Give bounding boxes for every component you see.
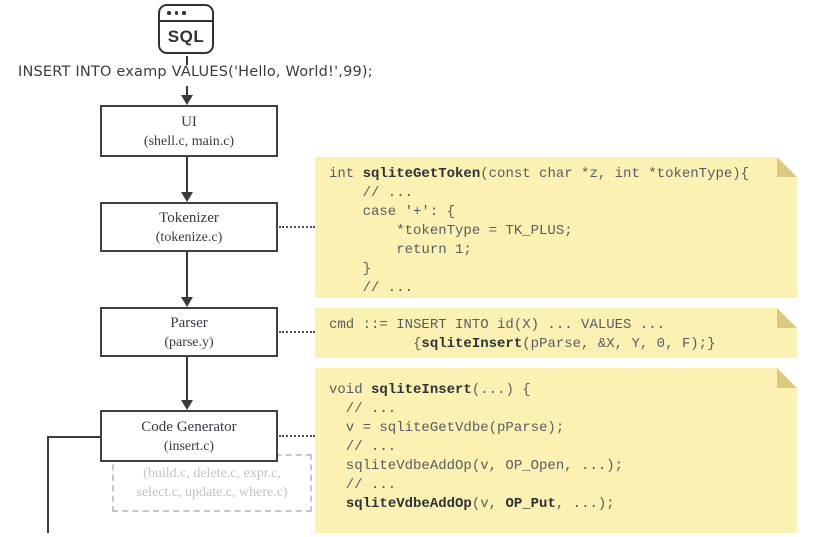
code-line: // ... bbox=[329, 477, 397, 493]
sql-statement: INSERT INTO examp VALUES('Hello, World!'… bbox=[18, 64, 373, 80]
code-line: sqliteVdbeAddOp(v, OP_Open, ...); bbox=[329, 458, 624, 474]
elbow-connector-horizontal bbox=[47, 436, 102, 438]
arrowhead-down-icon bbox=[181, 95, 193, 105]
code-block: cmd ::= INSERT INTO id(X) ... VALUES ...… bbox=[315, 308, 797, 362]
box-title: Code Generator bbox=[141, 418, 237, 435]
arrow-line bbox=[186, 86, 188, 95]
code-line: int sqliteGetToken(const char *z, int *t… bbox=[329, 166, 750, 182]
window-dot-icon bbox=[167, 11, 171, 15]
box-subtitle: (shell.c, main.c) bbox=[143, 133, 235, 149]
arrow-line bbox=[186, 157, 188, 193]
connector-icon-to-statement bbox=[186, 56, 188, 65]
dotted-connector-code-generator bbox=[279, 435, 315, 437]
tokenizer-code-note: int sqliteGetToken(const char *z, int *t… bbox=[315, 157, 797, 298]
code-line: // ... bbox=[329, 439, 397, 455]
arrow-line bbox=[186, 357, 188, 401]
flow-box-ui: UI (shell.c, main.c) bbox=[100, 105, 278, 157]
folded-corner-icon bbox=[777, 308, 797, 328]
folded-corner-icon bbox=[777, 368, 797, 388]
code-line: void sqliteInsert(...) { bbox=[329, 382, 531, 398]
box-title: Parser bbox=[170, 314, 208, 331]
parser-grammar-note: cmd ::= INSERT INTO id(X) ... VALUES ...… bbox=[315, 308, 797, 358]
code-line: // ... bbox=[329, 401, 397, 417]
code-line: sqliteVdbeAddOp(v, OP_Put, ...); bbox=[345, 496, 615, 512]
helper-files-line: (build.c, delete.c, expr.c, bbox=[143, 466, 281, 481]
code-block: int sqliteGetToken(const char *z, int *t… bbox=[315, 157, 797, 306]
flow-box-parser: Parser (parse.y) bbox=[100, 307, 278, 357]
code-line: cmd ::= INSERT INTO id(X) ... VALUES ... bbox=[329, 317, 666, 333]
code-line: case '+': { bbox=[329, 204, 456, 220]
window-dot-icon bbox=[174, 11, 178, 15]
code-line: return 1; bbox=[329, 242, 472, 258]
box-subtitle: (parse.y) bbox=[164, 334, 214, 350]
code-line: // ... bbox=[329, 185, 414, 201]
dotted-connector-parser bbox=[279, 331, 315, 333]
code-line: // ... bbox=[329, 280, 414, 296]
box-title: UI bbox=[181, 113, 197, 130]
window-titlebar bbox=[160, 6, 212, 22]
helper-files-line: select.c, update.c, where.c) bbox=[136, 485, 288, 500]
code-line: {sqliteInsert(pParse, &X, Y, 0, F);} bbox=[329, 336, 716, 352]
codegen-code-note: void sqliteInsert(...) { // ... v = sqli… bbox=[315, 368, 797, 533]
sql-icon-label: SQL bbox=[167, 27, 205, 46]
box-subtitle: (tokenize.c) bbox=[155, 229, 223, 245]
flow-box-tokenizer: Tokenizer (tokenize.c) bbox=[100, 202, 278, 252]
box-title: Tokenizer bbox=[159, 209, 219, 226]
arrowhead-down-icon bbox=[181, 400, 193, 410]
arrow-line bbox=[186, 252, 188, 298]
window-dot-icon bbox=[182, 11, 186, 15]
box-subtitle: (insert.c) bbox=[163, 438, 215, 454]
dotted-connector-tokenizer bbox=[279, 226, 315, 228]
code-line: v = sqliteGetVdbe(pParse); bbox=[329, 420, 565, 436]
flow-box-code-generator: Code Generator (insert.c) bbox=[100, 410, 278, 462]
arrowhead-down-icon bbox=[181, 297, 193, 307]
code-line: } bbox=[329, 261, 372, 277]
arrowhead-down-icon bbox=[181, 192, 193, 202]
code-block: void sqliteInsert(...) { // ... v = sqli… bbox=[315, 368, 797, 522]
folded-corner-icon bbox=[777, 157, 797, 177]
elbow-connector-vertical bbox=[47, 436, 49, 533]
code-line: *tokenType = TK_PLUS; bbox=[329, 223, 573, 239]
sql-window-icon: SQL bbox=[158, 4, 214, 54]
codegen-helper-files-box: (build.c, delete.c, expr.c, select.c, up… bbox=[112, 454, 312, 512]
